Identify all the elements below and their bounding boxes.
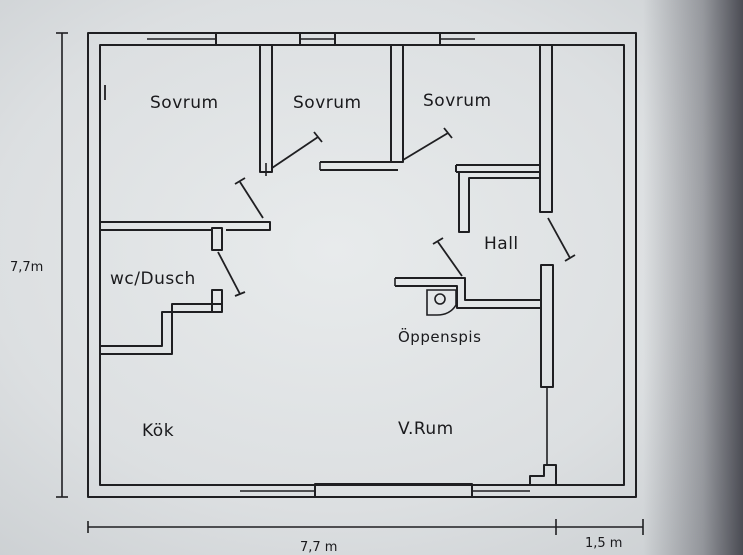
dim-label-height: 7,7m xyxy=(10,260,43,275)
label-bedroom-3: Sovrum xyxy=(423,91,492,111)
bottom-windows xyxy=(240,483,530,498)
doors xyxy=(104,85,576,297)
fireplace-walls xyxy=(394,277,541,316)
fireplace-wall-top xyxy=(395,277,541,301)
top-windows xyxy=(147,32,475,46)
door-hall-extension xyxy=(547,217,571,259)
door-bedroom-1 xyxy=(239,181,264,219)
dim-label-extension: 1,5 m xyxy=(585,536,622,551)
door-bedroom-3-tick xyxy=(443,127,453,139)
label-hall: Hall xyxy=(484,234,519,254)
bedroom-wall-1 xyxy=(259,45,273,173)
label-bedroom-2: Sovrum xyxy=(293,93,362,113)
hall-wall-vertical xyxy=(458,172,540,233)
door-wc xyxy=(217,251,241,295)
label-kitchen: Kök xyxy=(142,421,174,441)
wc-wall-top xyxy=(100,221,271,231)
wc-wall-bottom-outer xyxy=(100,303,223,355)
fireplace-symbol xyxy=(434,293,446,305)
label-wc: wc/Dusch xyxy=(110,269,196,289)
wc-door-jamb-top xyxy=(211,227,223,251)
fireplace-hearth xyxy=(426,289,457,316)
door-fireplace xyxy=(437,241,463,277)
photo-shadow-edge xyxy=(643,0,743,555)
extension-wall-middle xyxy=(540,264,554,388)
door-bedroom-2-tick xyxy=(313,131,323,143)
label-bedroom-1: Sovrum xyxy=(150,93,219,113)
door-bedroom-2 xyxy=(271,136,319,169)
bedroom-wall-2 xyxy=(390,45,404,163)
door-hall-extension-tick xyxy=(564,254,576,262)
door-fireplace-tick xyxy=(432,237,444,245)
wall-segment-top-1 xyxy=(215,32,301,46)
wc-wall-bottom-inner xyxy=(100,311,212,347)
door-wc-tick xyxy=(234,291,246,297)
extension-wall xyxy=(529,45,557,485)
label-fireplace: Öppenspis xyxy=(398,327,481,346)
door-bedroom-1-tick xyxy=(234,177,246,185)
extension-wall-lower xyxy=(529,464,557,485)
wall-segment-bottom xyxy=(314,483,473,498)
label-living-room: V.Rum xyxy=(398,419,454,439)
bedroom-walls xyxy=(259,45,540,233)
wall-segment-top-2 xyxy=(334,32,441,46)
wc-door-jamb-bottom xyxy=(211,289,223,313)
fireplace-wall-bottom xyxy=(395,285,541,309)
wc-walls xyxy=(100,221,271,355)
door-bedroom-3 xyxy=(402,132,449,161)
dim-label-width: 7,7 m xyxy=(300,540,337,555)
extension-wall-upper xyxy=(539,45,553,213)
